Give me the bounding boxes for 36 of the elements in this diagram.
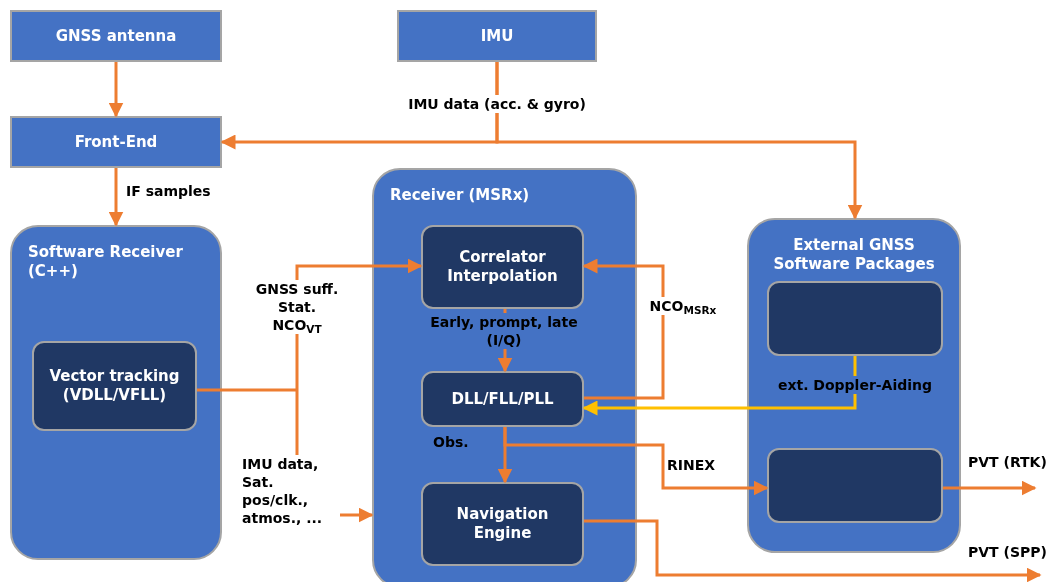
node-label: Navigation Engine [455, 505, 550, 543]
edge-label: IMU data (acc. & gyro) [406, 95, 588, 113]
arrow [503, 427, 769, 496]
arrow [108, 62, 124, 118]
arrow [495, 62, 863, 220]
process-box [10, 116, 222, 168]
node-label: IMU [480, 26, 514, 46]
node-label: Front-End [74, 132, 158, 152]
process-box [397, 10, 597, 62]
node-label: GNSS antenna [55, 26, 177, 46]
node-label: Correlator Interpolation [446, 248, 559, 286]
edge-label: PVT (RTK) [966, 453, 1049, 471]
group-container [10, 225, 222, 560]
edge-label: IMU data, Sat. pos/clk., atmos., ... [240, 455, 340, 527]
process-box [421, 225, 584, 309]
process-box [10, 10, 222, 62]
arrow [582, 356, 857, 416]
arrow [108, 168, 124, 227]
process-box [421, 371, 584, 427]
group-container [747, 218, 961, 553]
group-container [372, 168, 637, 582]
process-box [421, 482, 584, 566]
edge-label: IF samples [124, 182, 213, 200]
node-label: Vector tracking (VDLL/VFLL) [48, 367, 181, 405]
arrow [584, 519, 1042, 582]
empty-rounded-box [767, 448, 943, 523]
arrow [582, 258, 665, 400]
group-title: External GNSS Software Packages [772, 236, 936, 274]
group-title: Receiver (MSRx) [390, 186, 530, 205]
empty-rounded-box [767, 281, 943, 356]
group-title: Software Receiver (C++) [28, 243, 184, 281]
arrow [943, 480, 1037, 496]
process-box [32, 341, 197, 431]
edge-label: PVT (SPP) [966, 543, 1049, 561]
node-label: DLL/FLL/PLL [451, 389, 554, 409]
edge-label: NCO$_{MSRx}$ [647, 297, 719, 315]
